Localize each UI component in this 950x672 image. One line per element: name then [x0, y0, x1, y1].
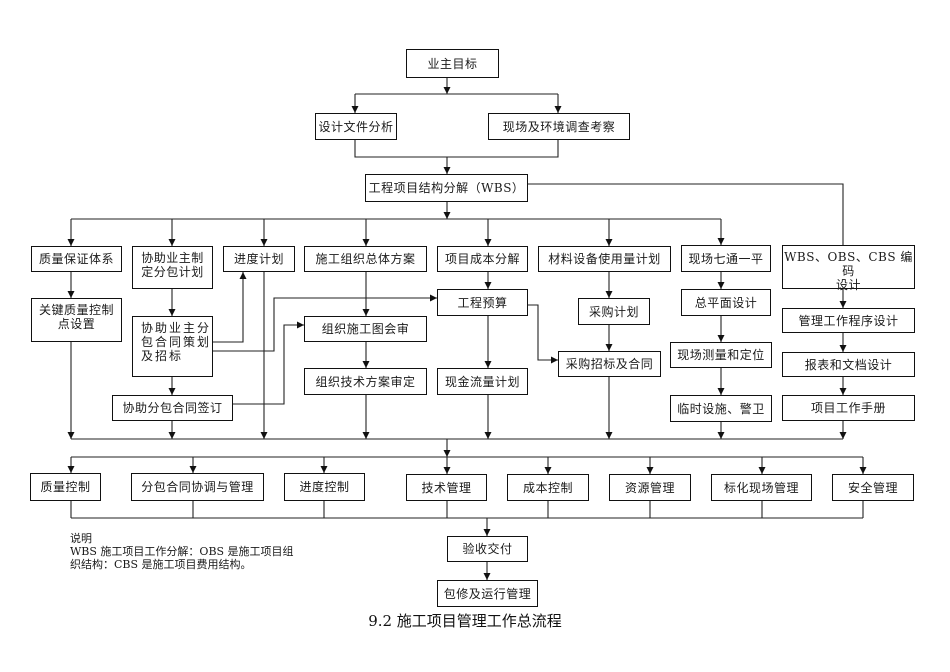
connector-line [70, 501, 864, 519]
node-key-quality-points: 关键质量控制 点设置 [31, 298, 122, 342]
node-control-schedule: 进度控制 [284, 473, 365, 501]
node-site-survey-positioning: 现场测量和定位 [670, 342, 772, 368]
node-delivery: 验收交付 [447, 536, 528, 562]
node-control-safety: 安全管理 [832, 474, 914, 501]
node-project-manual: 项目工作手册 [782, 395, 915, 421]
node-tech-plan-review: 组织技术方案审定 [304, 368, 427, 395]
node-procurement-plan: 采购计划 [578, 298, 650, 325]
node-wbs: 工程项目结构分解（WBS） [365, 174, 528, 202]
node-design-doc-analysis: 设计文件分析 [315, 113, 397, 140]
notes-line: 织结构：CBS 是施工项目费用结构。 [70, 558, 252, 571]
connector-arrow [528, 304, 558, 364]
connector-line [528, 183, 844, 245]
connector-arrow [233, 321, 304, 405]
node-procurement-bidding: 采购招标及合同 [558, 351, 661, 377]
node-control-technical: 技术管理 [406, 474, 487, 501]
node-cost-breakdown: 项目成本分解 [437, 246, 528, 272]
node-quality-assurance: 质量保证体系 [31, 246, 122, 272]
notes-block: 说明 WBS 施工项目工作分解：OBS 是施工项目组 织结构：CBS 是施工项目… [70, 532, 294, 571]
node-report-design: 报表和文档设计 [782, 352, 915, 377]
node-procedure-design: 管理工作程序设计 [782, 308, 915, 333]
node-control-quality: 质量控制 [30, 473, 101, 501]
node-temp-facilities: 临时设施、警卫 [670, 395, 772, 422]
node-subcontract-plan: 协助业主制 定分包计划 [132, 246, 213, 289]
node-drawing-review: 组织施工图会审 [304, 316, 427, 342]
node-budget: 工程预算 [437, 289, 528, 316]
node-schedule-plan: 进度计划 [223, 246, 295, 272]
node-site-layout: 总平面设计 [681, 289, 771, 316]
node-control-cost: 成本控制 [507, 474, 589, 501]
node-site-prep: 现场七通一平 [681, 245, 771, 272]
notes-line: WBS 施工项目工作分解：OBS 是施工项目组 [70, 545, 294, 558]
connector-line [354, 140, 559, 158]
node-material-plan: 材料设备使用量计划 [538, 246, 671, 272]
connector-arrow [213, 294, 437, 352]
node-warranty: 包修及运行管理 [437, 580, 538, 607]
node-control-site-standard: 标化现场管理 [711, 474, 812, 501]
node-cash-flow-plan: 现金流量计划 [437, 368, 528, 395]
node-subcontract-signing: 协助分包合同签订 [112, 395, 233, 421]
connector-arrow [213, 272, 247, 343]
notes-heading: 说明 [70, 532, 92, 545]
figure-caption: 9.2 施工项目管理工作总流程 [368, 612, 562, 630]
node-control-resources: 资源管理 [609, 474, 691, 501]
node-coding-design: WBS、OBS、CBS 编码 设计 [782, 245, 915, 292]
node-subcontract-bidding: 协助业主分 包合同策划 及招标 [132, 316, 213, 377]
node-control-subcontract: 分包合同协调与管理 [131, 473, 264, 501]
node-construction-org-plan: 施工组织总体方案 [304, 246, 427, 272]
node-site-survey: 现场及环境调查考察 [488, 113, 630, 140]
node-owner-goal: 业主目标 [406, 49, 499, 78]
